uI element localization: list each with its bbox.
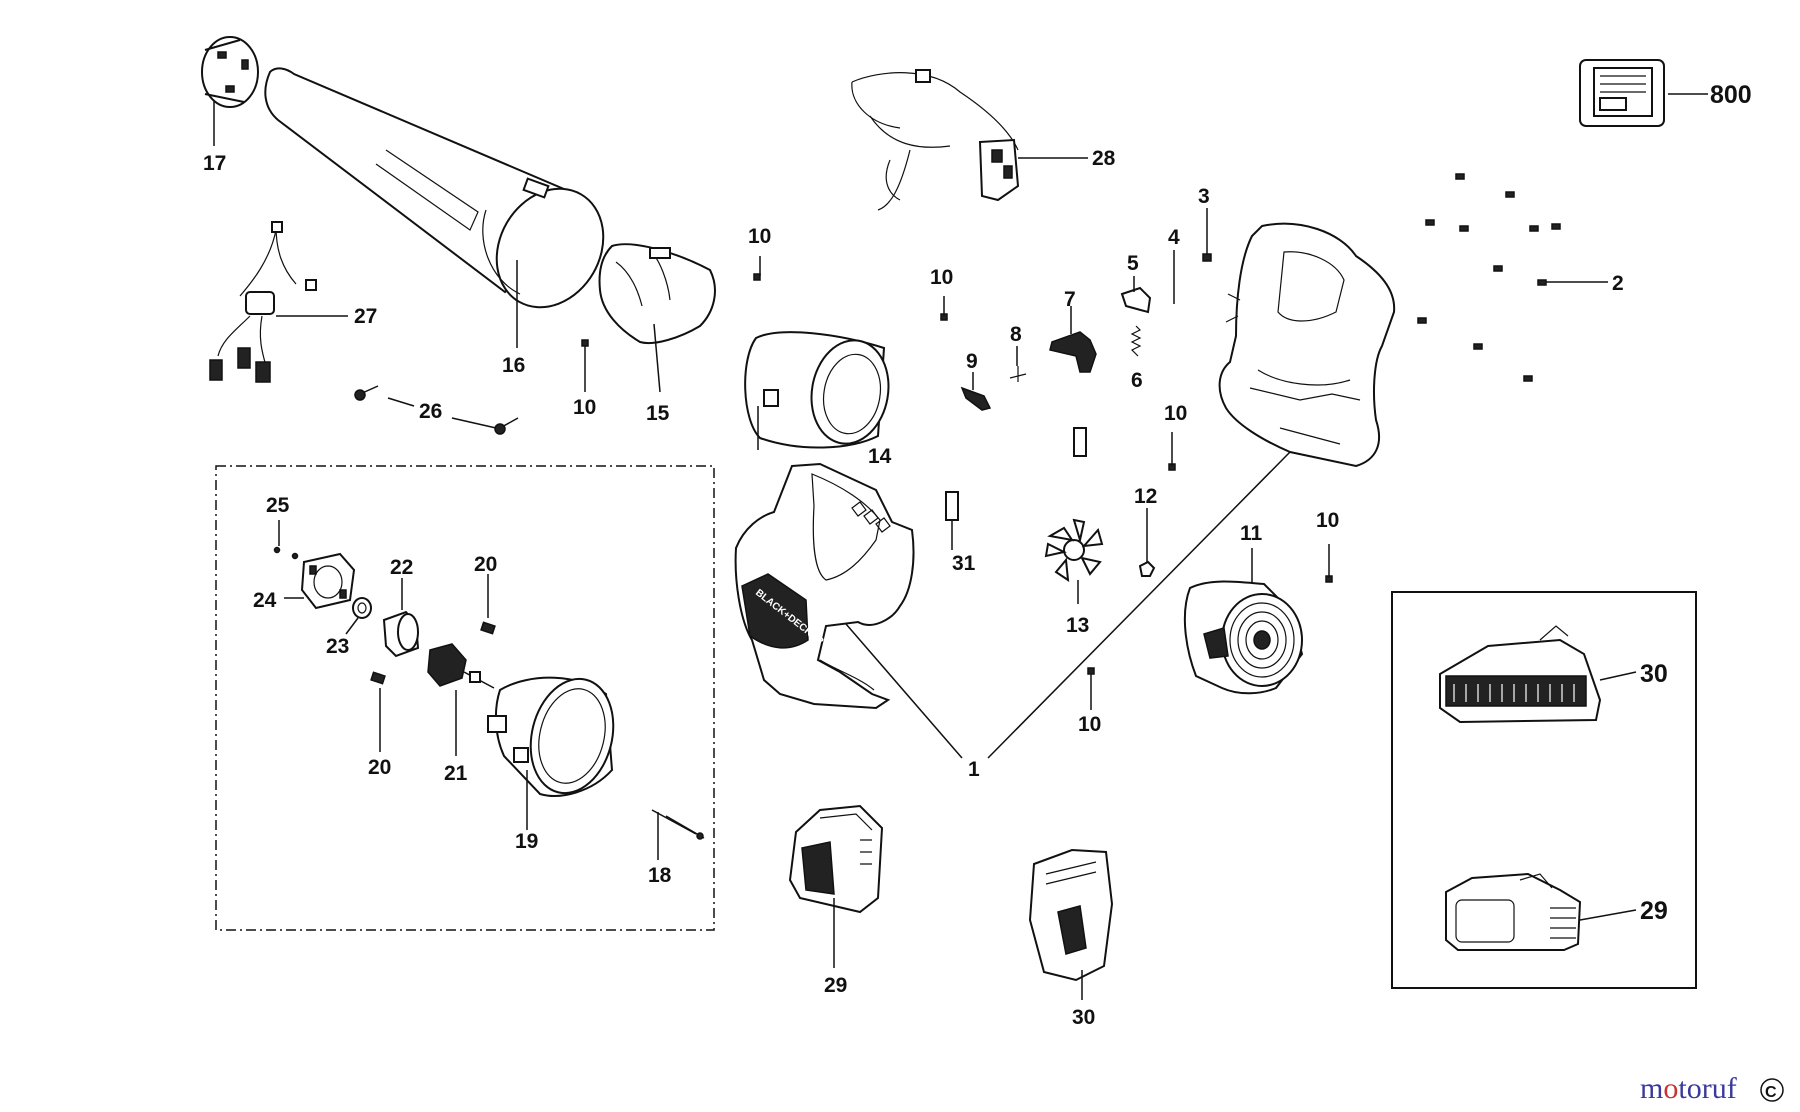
copyright-circle-icon: [1760, 1078, 1784, 1102]
part-1-housing-right: [1218, 222, 1396, 468]
part-1-leader-lines: [845, 451, 1291, 759]
part-800-label-plate: [1579, 59, 1708, 127]
part-18-screws: [651, 809, 705, 860]
label-part-10-b: 10: [748, 225, 771, 248]
label-part-16: 16: [502, 354, 525, 377]
label-part-4: 4: [1168, 226, 1180, 249]
label-part-21: 21: [444, 762, 468, 785]
part-13-fan-impeller: [1044, 518, 1104, 604]
label-part-2: 2: [1612, 272, 1624, 295]
watermark-letter: o: [1663, 1072, 1678, 1105]
corner-symbol: C: [1765, 1084, 1777, 1101]
watermark-letter: u: [1712, 1072, 1727, 1105]
label-part-6: 6: [1131, 369, 1143, 392]
label-part-5: 5: [1127, 252, 1139, 275]
label-part-9: 9: [966, 350, 978, 373]
part-20-brushes: [370, 574, 496, 752]
label-part-30-b: 30: [1640, 660, 1668, 688]
part-19-motor-housing: [487, 676, 615, 830]
label-part-14: 14: [868, 445, 892, 468]
label-part-8: 8: [1010, 323, 1022, 346]
label-part-13: 13: [1066, 614, 1089, 637]
label-part-22: 22: [390, 556, 413, 579]
label-part-11: 11: [1240, 522, 1263, 545]
watermark-letter: r: [1702, 1072, 1712, 1105]
part-27-wiring-harness: [209, 221, 348, 383]
label-part-20-a: 20: [474, 553, 497, 576]
label-part-25: 25: [266, 494, 290, 517]
svg-text:motoruf: motoruf: [1640, 1072, 1737, 1105]
label-part-18: 18: [648, 864, 672, 887]
label-part-10-d: 10: [1164, 402, 1187, 425]
label-part-10-c: 10: [930, 266, 953, 289]
part-6-spring: [1130, 325, 1142, 357]
part-12-nut: [1138, 508, 1156, 577]
part-9-lock-button: [960, 372, 992, 411]
part-2-screw-set: [1417, 173, 1608, 382]
part-30-charger: [1028, 848, 1114, 1000]
part-26-screws: [354, 385, 519, 435]
motor-assembly-box: [215, 465, 715, 931]
part-14-fan-cylinder: [744, 331, 890, 450]
part-3-screw: [1202, 208, 1212, 262]
part-21-armature: [427, 643, 495, 756]
part-7-trigger: [1049, 306, 1097, 373]
label-part-10-f: 10: [1078, 713, 1101, 736]
part-16-blower-tube: [264, 67, 605, 348]
label-part-800: 800: [1710, 81, 1752, 109]
label-part-28: 28: [1092, 147, 1116, 170]
part-10-screws: [581, 256, 1333, 710]
watermark: motoruf C: [1640, 1072, 1784, 1105]
part-29-battery-inset: [1445, 872, 1637, 951]
part-22-magnet-sleeve: [382, 578, 420, 658]
part-17-nozzle-ring: [201, 36, 259, 146]
label-part-19: 19: [515, 830, 538, 853]
label-part-7: 7: [1064, 288, 1076, 311]
part-31-pad: [945, 427, 1087, 550]
part-8-spring-pin: [1009, 346, 1027, 382]
part-30-charger-inset: [1439, 625, 1637, 724]
part-5-switch-lever: [1120, 276, 1152, 314]
label-part-20-b: 20: [368, 756, 391, 779]
part-24-end-cap: [284, 552, 356, 610]
label-part-31: 31: [952, 552, 976, 575]
label-part-23: 23: [326, 635, 349, 658]
part-25-screws: [273, 520, 299, 560]
label-part-3: 3: [1198, 185, 1210, 208]
label-part-15: 15: [646, 402, 670, 425]
part-15-nozzle-end: [598, 243, 716, 393]
label-part-10-a: 10: [573, 396, 596, 419]
label-part-29-b: 29: [1640, 897, 1668, 925]
label-part-10-e: 10: [1316, 509, 1339, 532]
label-part-27: 27: [354, 305, 377, 328]
label-part-17: 17: [203, 152, 226, 175]
part-23-washer: [345, 597, 372, 635]
label-part-26: 26: [419, 400, 442, 423]
accessory-inset-box: [1391, 591, 1697, 989]
part-number-labels: 17 16 15 27 26 10 10 10 10 10 10 28 800 …: [203, 81, 1752, 1029]
label-part-29-a: 29: [824, 974, 847, 997]
label-part-12: 12: [1134, 485, 1157, 508]
part-28-switch-assembly: [851, 69, 1088, 211]
label-part-1: 1: [968, 758, 980, 781]
label-part-30-a: 30: [1072, 1006, 1095, 1029]
watermark-letter: f: [1727, 1072, 1737, 1105]
watermark-letter: m: [1640, 1072, 1663, 1105]
part-29-battery: [788, 804, 884, 968]
label-part-24: 24: [253, 589, 277, 612]
watermark-letter: t: [1678, 1072, 1687, 1105]
part-11-motor-cover: [1183, 548, 1304, 695]
watermark-letter: o: [1687, 1072, 1702, 1105]
part-1-housing-left: BLACK+DECKER: [734, 462, 915, 710]
